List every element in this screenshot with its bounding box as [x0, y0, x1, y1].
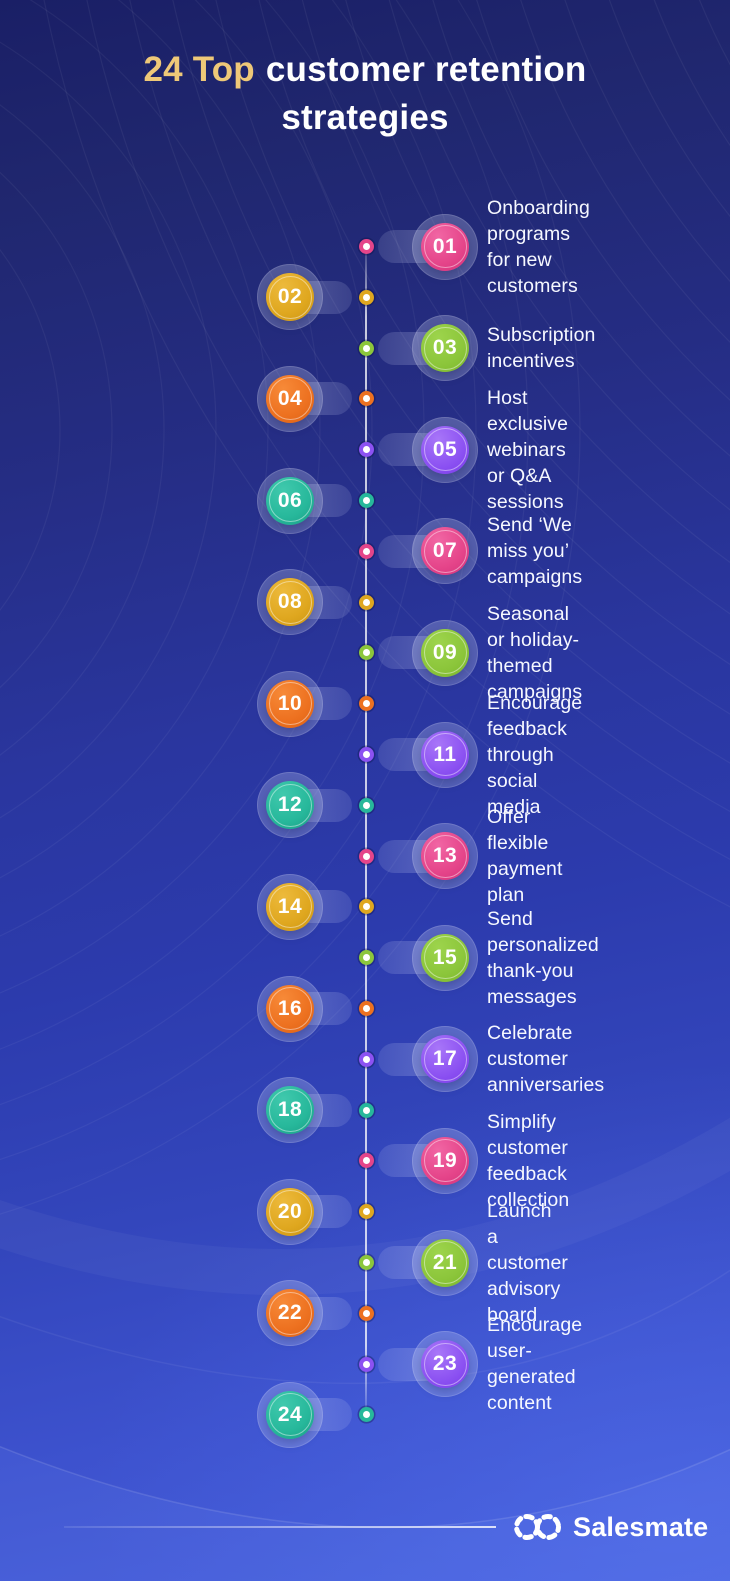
item-label: Subscription incentives [487, 324, 596, 373]
timeline-dot [362, 1005, 370, 1012]
item-number-badge: 23 [421, 1340, 469, 1389]
item-label: Simplify customer feedback collection [487, 1110, 570, 1211]
timeline-dot [362, 1411, 370, 1419]
item-number-badge: 09 [421, 628, 469, 677]
page-title: 24 Top customer retention strategies [85, 46, 645, 142]
item-number-badge: 18 [266, 1086, 314, 1135]
timeline-dot [362, 395, 370, 403]
item-number: 07 [432, 539, 458, 563]
item-number: 14 [277, 894, 303, 918]
item-number: 04 [277, 386, 303, 410]
timeline-dot [362, 598, 370, 606]
item-number: 12 [277, 793, 303, 817]
timeline-dot [362, 1309, 370, 1317]
item-number: 24 [277, 1402, 303, 1426]
item-number-badge: 06 [266, 476, 314, 525]
brand-name: Salesmate [573, 1512, 709, 1542]
item-number-badge: 20 [266, 1187, 314, 1236]
timeline-dot [362, 1208, 370, 1216]
timeline-dot [362, 801, 370, 809]
swoosh-streak [0, 1117, 730, 1295]
bottom-swoosh-fill [0, 1446, 730, 1581]
item-number: 15 [432, 945, 458, 969]
timeline-dot [362, 547, 370, 555]
item-number: 16 [277, 996, 303, 1020]
item-number-badge: 12 [266, 781, 314, 830]
timeline-dot [362, 852, 370, 860]
item-number-badge: 13 [421, 832, 469, 881]
item-number: 21 [432, 1250, 458, 1274]
timeline-dot [362, 1106, 370, 1114]
item-number: 03 [432, 336, 458, 360]
item-number: 06 [277, 488, 303, 512]
item-number: 19 [432, 1148, 458, 1172]
item-number: 17 [432, 1047, 458, 1071]
timeline-dot [362, 649, 370, 657]
timeline-dot [362, 751, 370, 758]
title-highlight: 24 Top [143, 50, 255, 89]
timeline-dot [362, 344, 370, 352]
item-number-badge: 07 [421, 527, 469, 576]
item-number-badge: 17 [421, 1035, 469, 1084]
item-number-badge: 03 [421, 324, 469, 373]
item-label: Offer flexible payment plan [487, 806, 563, 907]
item-number-badge: 19 [421, 1136, 469, 1185]
footer-divider [64, 1526, 496, 1528]
item-number: 23 [432, 1352, 458, 1376]
mid-swoosh-line [0, 1269, 730, 1385]
timeline-dot [362, 903, 370, 911]
item-number: 01 [432, 234, 458, 258]
item-number-badge: 05 [421, 425, 469, 474]
item-label: Encourage feedback through social media [487, 691, 583, 818]
timeline-dot [362, 243, 370, 250]
salesmate-logo-icon [514, 1514, 561, 1540]
item-number-badge: 24 [266, 1390, 314, 1439]
item-number-badge: 02 [266, 273, 314, 322]
timeline-dot [362, 954, 370, 962]
item-number-badge: 08 [266, 578, 314, 627]
timeline-dot [362, 1055, 370, 1063]
timeline-dot [362, 497, 370, 504]
timeline-line [365, 246, 367, 1416]
item-number-badge: 10 [266, 679, 314, 728]
item-number: 13 [432, 844, 458, 868]
item-number: 10 [277, 691, 303, 715]
brand-logo: Salesmate [512, 1508, 708, 1546]
item-number-badge: 22 [266, 1289, 314, 1338]
item-label: Launch a customer advisory board [487, 1199, 568, 1326]
timeline-dot [362, 700, 370, 708]
item-label: Send ‘We miss you’ campaigns [487, 514, 583, 589]
item-label: Onboarding programs for new customers [487, 196, 590, 297]
item-number: 20 [277, 1199, 303, 1223]
item-number: 18 [277, 1098, 303, 1122]
item-number-badge: 01 [421, 222, 469, 271]
item-number: 05 [432, 437, 458, 461]
item-number: 02 [277, 285, 303, 309]
item-number-badge: 15 [421, 933, 469, 982]
timeline-dot [362, 1259, 370, 1266]
timeline-dot [362, 1360, 370, 1368]
item-label: Encourage user- generated content [487, 1314, 583, 1415]
item-label: Celebrate customer anniversaries [487, 1022, 605, 1097]
item-number-badge: 14 [266, 882, 314, 931]
item-number-badge: 04 [266, 374, 314, 423]
timeline-dot [362, 446, 370, 454]
item-number-badge: 16 [266, 984, 314, 1033]
title-rest: customer retention strategies [265, 50, 587, 137]
timeline-dot [362, 293, 370, 301]
bottom-swoosh-line [0, 1445, 730, 1529]
item-number: 09 [432, 640, 458, 664]
item-number: 22 [277, 1301, 303, 1325]
item-number: 08 [277, 590, 303, 614]
item-number-badge: 11 [421, 730, 469, 779]
item-label: Send personalized thank-you messages [487, 907, 599, 1008]
timeline-dot [362, 1157, 370, 1165]
item-label: Host exclusive webinars or Q&A sessions [487, 386, 569, 513]
item-label: Seasonal or holiday- themed campaigns [487, 602, 583, 703]
item-number-badge: 21 [421, 1238, 469, 1287]
item-number: 11 [433, 742, 457, 766]
